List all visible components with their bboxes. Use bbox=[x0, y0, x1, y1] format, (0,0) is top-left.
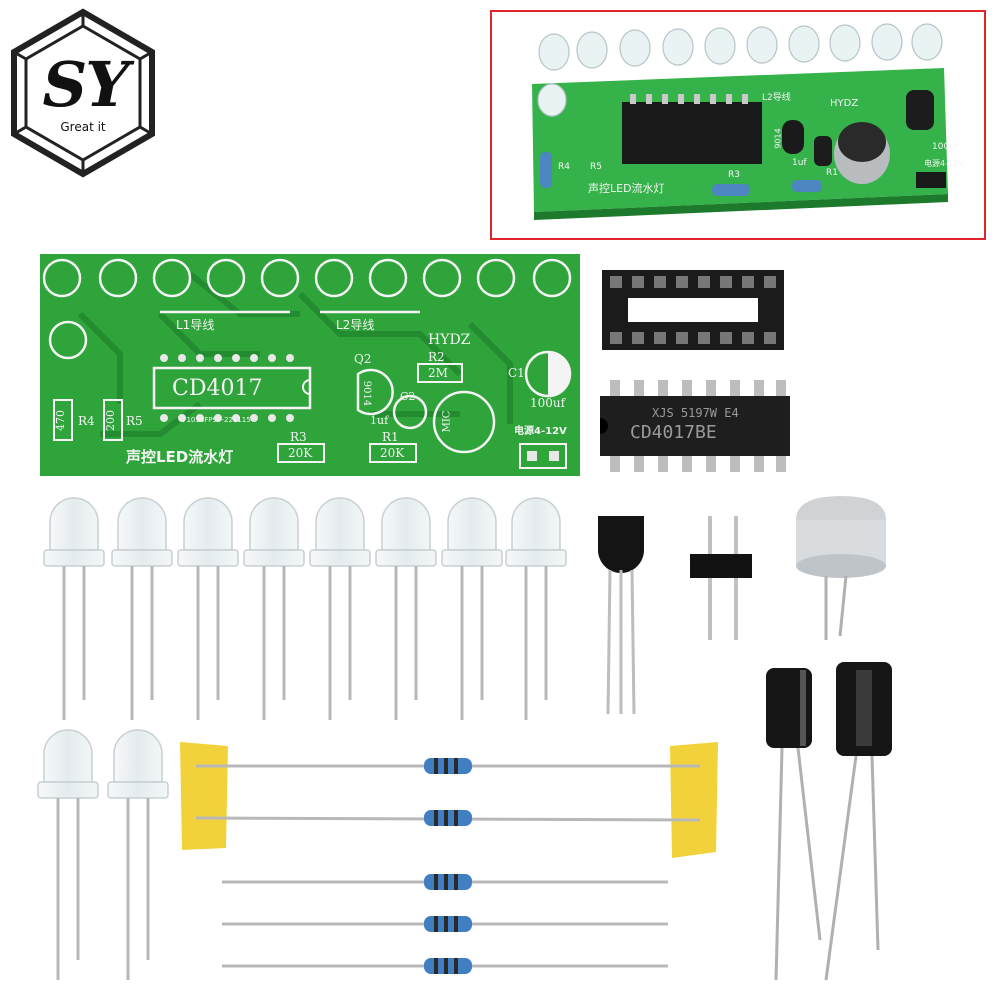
assembled-board-frame: HYDZ L2导线 声控LED流水灯 R4 R5 R3 R1 1uf 100uf… bbox=[490, 10, 986, 240]
assembled-board-photo bbox=[532, 23, 948, 220]
pcb-c1-value: 100uf bbox=[530, 396, 566, 410]
pcb-r4-value: 470 bbox=[54, 410, 67, 431]
pcb-serial: 71056FP97-221115 bbox=[182, 416, 251, 424]
capacitor-small bbox=[766, 668, 822, 981]
pcb-brand: HYDZ bbox=[428, 332, 471, 348]
loose-components bbox=[0, 490, 1000, 1000]
assembled-power: 电源4-12V bbox=[924, 159, 964, 168]
led-footprints bbox=[42, 258, 572, 360]
pcb-q2-value: 9014 bbox=[361, 380, 373, 407]
pcb-r1-value: 20K bbox=[380, 446, 405, 460]
pcb-r5: R5 bbox=[126, 414, 143, 428]
chip-marking-line2: CD4017BE bbox=[630, 422, 717, 443]
led-row-1 bbox=[43, 497, 567, 720]
pcb-r1: R1 bbox=[382, 430, 399, 444]
pcb-chip-label: CD4017 bbox=[172, 376, 263, 401]
pin-header bbox=[690, 516, 752, 640]
pcb-r4: R4 bbox=[78, 414, 95, 428]
logo-tagline: Great it bbox=[60, 120, 106, 134]
taped-resistors bbox=[180, 742, 718, 858]
assembled-r3: R3 bbox=[728, 170, 740, 180]
brand-logo: SY Great it bbox=[8, 8, 158, 178]
chip-marking-line1: XJS 5197W E4 bbox=[652, 406, 739, 420]
assembled-q-value: 9014 bbox=[773, 128, 783, 149]
pcb-q2: Q2 bbox=[354, 352, 372, 366]
pcb-l2-label: L2导线 bbox=[336, 318, 375, 332]
assembled-r1: R1 bbox=[826, 168, 838, 178]
assembled-c1-value: 100uf bbox=[932, 142, 959, 152]
pcb-c2-value: 1uf bbox=[370, 414, 389, 427]
ic-socket bbox=[598, 262, 788, 358]
logo-letters: SY bbox=[42, 48, 129, 121]
assembled-c2-value: 1uf bbox=[792, 158, 807, 168]
cd4017-chip: XJS 5197W E4 CD4017BE bbox=[596, 376, 792, 476]
pcb-l1-label: L1导线 bbox=[176, 318, 215, 332]
pcb-mic-label: MIC bbox=[441, 410, 453, 433]
capacitor-large bbox=[824, 662, 892, 981]
pcb-c1: C1 bbox=[508, 366, 525, 380]
pcb-r2: R2 bbox=[428, 350, 445, 364]
assembled-l2-label: L2导线 bbox=[762, 93, 791, 103]
pcb-r3: R3 bbox=[290, 430, 307, 444]
pcb-r3-value: 20K bbox=[288, 446, 313, 460]
pcb-r5-value: 200 bbox=[104, 410, 117, 431]
assembled-r4: R4 bbox=[558, 162, 570, 172]
assembled-r5: R5 bbox=[590, 162, 602, 172]
assembled-brand: HYDZ bbox=[830, 98, 859, 109]
pcb-c2: C2 bbox=[400, 390, 416, 403]
pcb-power-label: 电源4-12V bbox=[514, 426, 567, 437]
assembled-leds bbox=[537, 23, 943, 117]
pcb-r2-value: 2M bbox=[428, 366, 448, 380]
led-row-2 bbox=[37, 729, 169, 980]
pcb-title: 声控LED流水灯 bbox=[126, 448, 234, 466]
transistor bbox=[598, 516, 644, 715]
bare-pcb: CD4017 L1导线 L2导线 HYDZ 声控LED流水灯 71056FP97… bbox=[40, 254, 580, 476]
assembled-title: 声控LED流水灯 bbox=[588, 182, 665, 195]
microphone bbox=[796, 496, 886, 640]
